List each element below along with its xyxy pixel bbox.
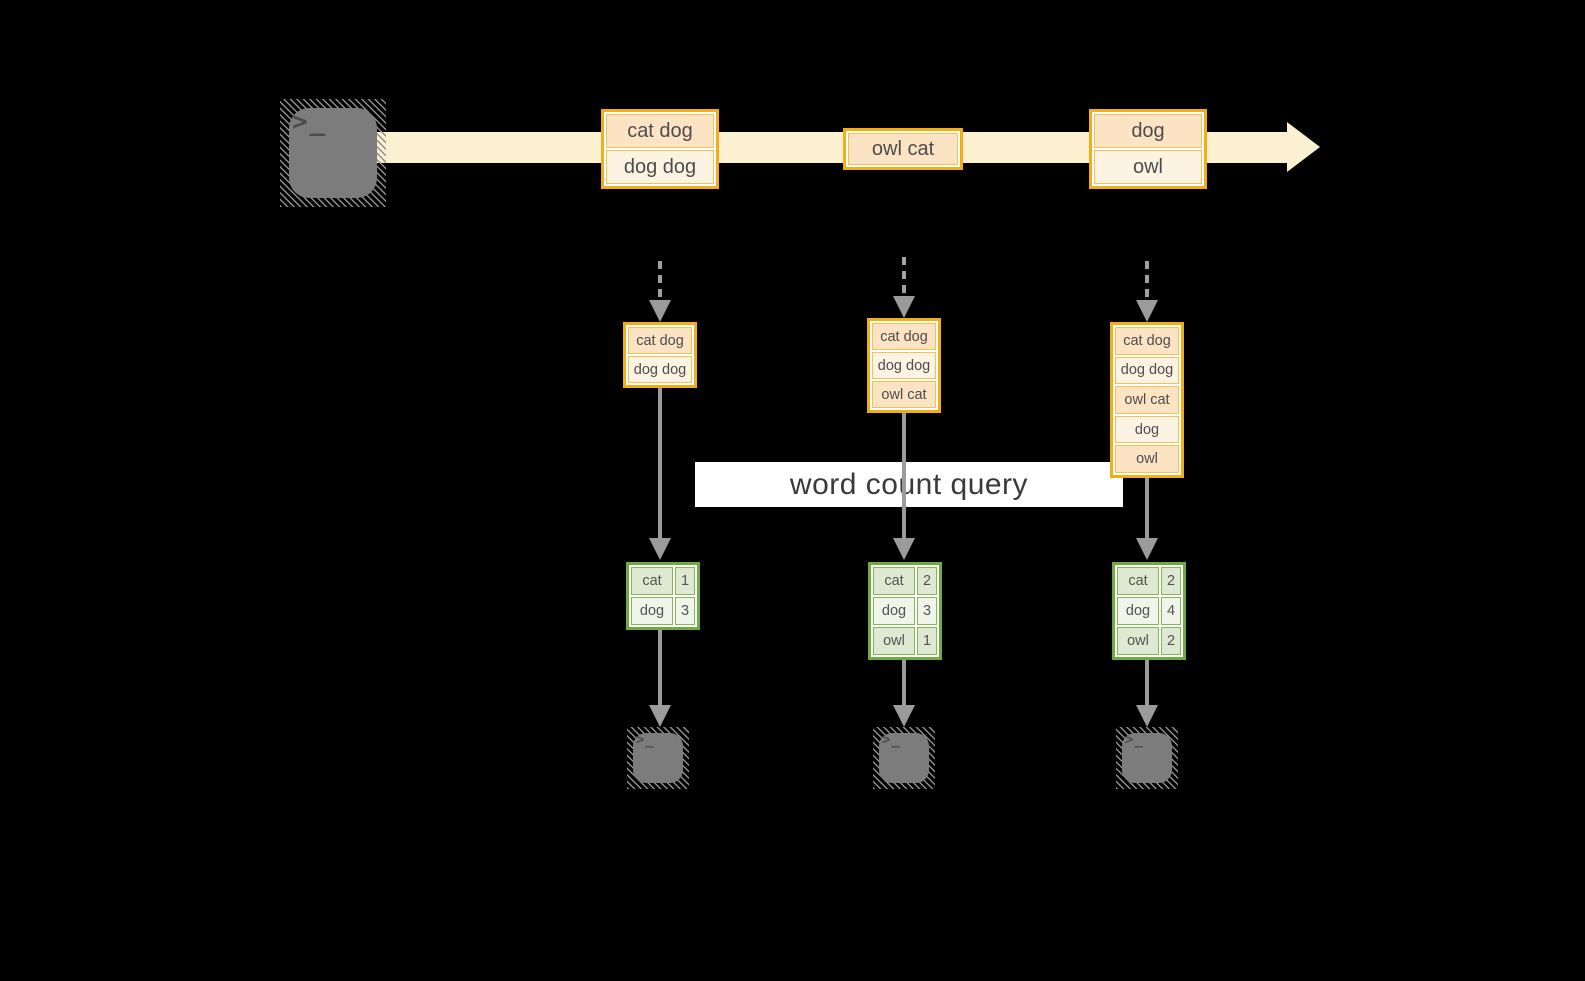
terminal-screen <box>1122 733 1172 783</box>
stack-cell: cat dog <box>1115 327 1179 355</box>
source-terminal-icon: >_ <box>280 99 386 207</box>
count-cell: 4 <box>1161 597 1181 625</box>
event-cell: dog <box>1094 114 1202 148</box>
arrow-dashed-line <box>902 257 906 293</box>
count-table-2: cat 2 dog 3 owl 1 <box>868 562 942 660</box>
event-box-2: owl cat <box>843 128 963 170</box>
terminal-prompt-icon: >_ <box>636 732 655 748</box>
buffer-stack-3: cat dog dog dog owl cat dog owl <box>1110 322 1184 478</box>
count-cell: 3 <box>917 597 937 625</box>
buffer-stack-2: cat dog dog dog owl cat <box>867 318 941 413</box>
arrow-line <box>658 626 662 705</box>
arrow-head-icon <box>893 538 915 560</box>
arrow-head-icon <box>893 296 915 318</box>
word-cell: cat <box>1117 567 1159 595</box>
arrow-head-icon <box>649 300 671 322</box>
arrow-head-icon <box>1136 300 1158 322</box>
event-box-3: dog owl <box>1089 109 1207 189</box>
word-cell: dog <box>631 597 673 625</box>
count-cell: 2 <box>1161 567 1181 595</box>
count-cell: 2 <box>1161 627 1181 655</box>
word-cell: dog <box>1117 597 1159 625</box>
count-table-1: cat 1 dog 3 <box>626 562 700 630</box>
count-cell: 3 <box>675 597 695 625</box>
stack-cell: dog <box>1115 415 1179 444</box>
terminal-screen <box>879 733 929 783</box>
stream-timeline-arrowhead-icon <box>1287 122 1320 172</box>
arrow-head-icon <box>1136 705 1158 727</box>
stack-cell: owl <box>1115 445 1179 473</box>
arrow-head-icon <box>649 705 671 727</box>
event-cell: owl cat <box>848 133 958 165</box>
word-cell: cat <box>873 567 915 595</box>
terminal-prompt-icon: >_ <box>292 107 328 137</box>
stack-cell: owl cat <box>1115 386 1179 414</box>
buffer-stack-1: cat dog dog dog <box>623 322 697 388</box>
word-cell: owl <box>1117 627 1159 655</box>
stack-cell: dog dog <box>628 356 692 383</box>
word-cell: dog <box>873 597 915 625</box>
arrow-dashed-line <box>658 261 662 297</box>
word-cell: owl <box>873 627 915 655</box>
stack-cell: dog dog <box>872 352 936 379</box>
arrow-line <box>902 654 906 705</box>
arrow-line <box>902 413 906 538</box>
stack-cell: cat dog <box>872 323 936 350</box>
arrow-head-icon <box>893 705 915 727</box>
terminal-screen <box>289 108 377 198</box>
count-cell: 2 <box>917 567 937 595</box>
event-cell: owl <box>1094 150 1202 184</box>
stack-cell: owl cat <box>872 381 936 408</box>
arrow-head-icon <box>649 538 671 560</box>
word-cell: cat <box>631 567 673 595</box>
arrow-line <box>1145 478 1149 538</box>
query-label: word count query <box>695 462 1123 507</box>
arrow-head-icon <box>1136 538 1158 560</box>
terminal-screen <box>633 733 683 783</box>
event-cell: dog dog <box>606 150 714 184</box>
event-cell: cat dog <box>606 114 714 148</box>
terminal-prompt-icon: >_ <box>1125 732 1144 748</box>
consumer-terminal-icon-2: >_ <box>873 727 935 789</box>
consumer-terminal-icon-1: >_ <box>627 727 689 789</box>
terminal-prompt-icon: >_ <box>882 732 901 748</box>
count-cell: 1 <box>917 627 937 655</box>
arrow-line <box>1145 654 1149 705</box>
count-table-3: cat 2 dog 4 owl 2 <box>1112 562 1186 660</box>
stack-cell: dog dog <box>1115 356 1179 385</box>
arrow-dashed-line <box>1145 261 1149 297</box>
arrow-line <box>658 388 662 538</box>
stack-cell: cat dog <box>628 327 692 354</box>
event-box-1: cat dog dog dog <box>601 109 719 189</box>
count-cell: 1 <box>675 567 695 595</box>
consumer-terminal-icon-3: >_ <box>1116 727 1178 789</box>
